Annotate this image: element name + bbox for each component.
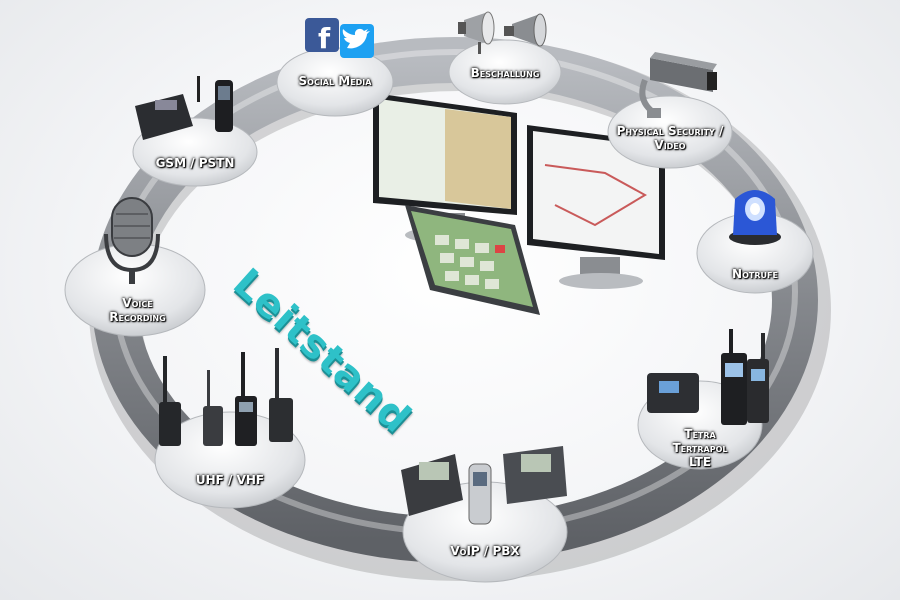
node-label: Voice Recording bbox=[109, 296, 166, 324]
social-media-disc: f bbox=[276, 18, 394, 117]
gsm-pstn-disc bbox=[132, 76, 258, 187]
node-label: Tetra Tertrapol LTE bbox=[672, 427, 728, 469]
node-label: GSM / PSTN bbox=[155, 156, 235, 170]
tetra-radio-icon bbox=[647, 329, 769, 425]
node-label: Physical Security / Video bbox=[616, 124, 724, 152]
node-uhf-vhf[interactable]: UHF / VHF bbox=[145, 340, 315, 510]
node-notrufe[interactable]: Notrufe bbox=[690, 175, 820, 305]
node-label: VoIP / PBX bbox=[450, 544, 520, 558]
dispatch-console-illustration bbox=[373, 93, 665, 315]
node-voice-recording[interactable]: Voice Recording bbox=[60, 190, 215, 340]
node-voip[interactable]: VoIP / PBX bbox=[395, 440, 575, 590]
node-gsm-pstn[interactable]: GSM / PSTN bbox=[125, 70, 265, 190]
node-tetra[interactable]: Tetra Tertrapol LTE bbox=[625, 325, 775, 485]
ip-phone-icon bbox=[401, 446, 567, 525]
node-label: Beschallung bbox=[470, 66, 540, 80]
security-camera-icon bbox=[639, 52, 717, 118]
node-physical-security[interactable]: Physical Security / Video bbox=[595, 40, 745, 170]
desk-phone-icon bbox=[135, 76, 233, 140]
svg-text:f: f bbox=[318, 22, 331, 55]
node-label: Social Media bbox=[298, 74, 372, 88]
walkie-talkie-icon bbox=[159, 348, 293, 446]
node-label: Notrufe bbox=[732, 267, 778, 281]
tetra-disc bbox=[637, 329, 769, 470]
emergency-light-icon bbox=[729, 190, 781, 245]
microphone-icon bbox=[104, 197, 160, 284]
node-social-media[interactable]: f Social Media bbox=[270, 10, 400, 140]
notrufe-disc bbox=[696, 190, 814, 294]
node-beschallung[interactable]: Beschallung bbox=[440, 0, 570, 130]
physical-security-disc bbox=[607, 52, 733, 169]
voip-disc bbox=[401, 446, 568, 583]
voice-recording-disc bbox=[64, 197, 206, 337]
node-label: UHF / VHF bbox=[195, 473, 265, 487]
megaphone-icon bbox=[458, 11, 547, 54]
uhf-vhf-disc bbox=[154, 348, 306, 509]
touch-console-icon bbox=[405, 205, 540, 315]
social-media-icon: f bbox=[305, 18, 374, 58]
beschallung-disc bbox=[448, 11, 562, 105]
